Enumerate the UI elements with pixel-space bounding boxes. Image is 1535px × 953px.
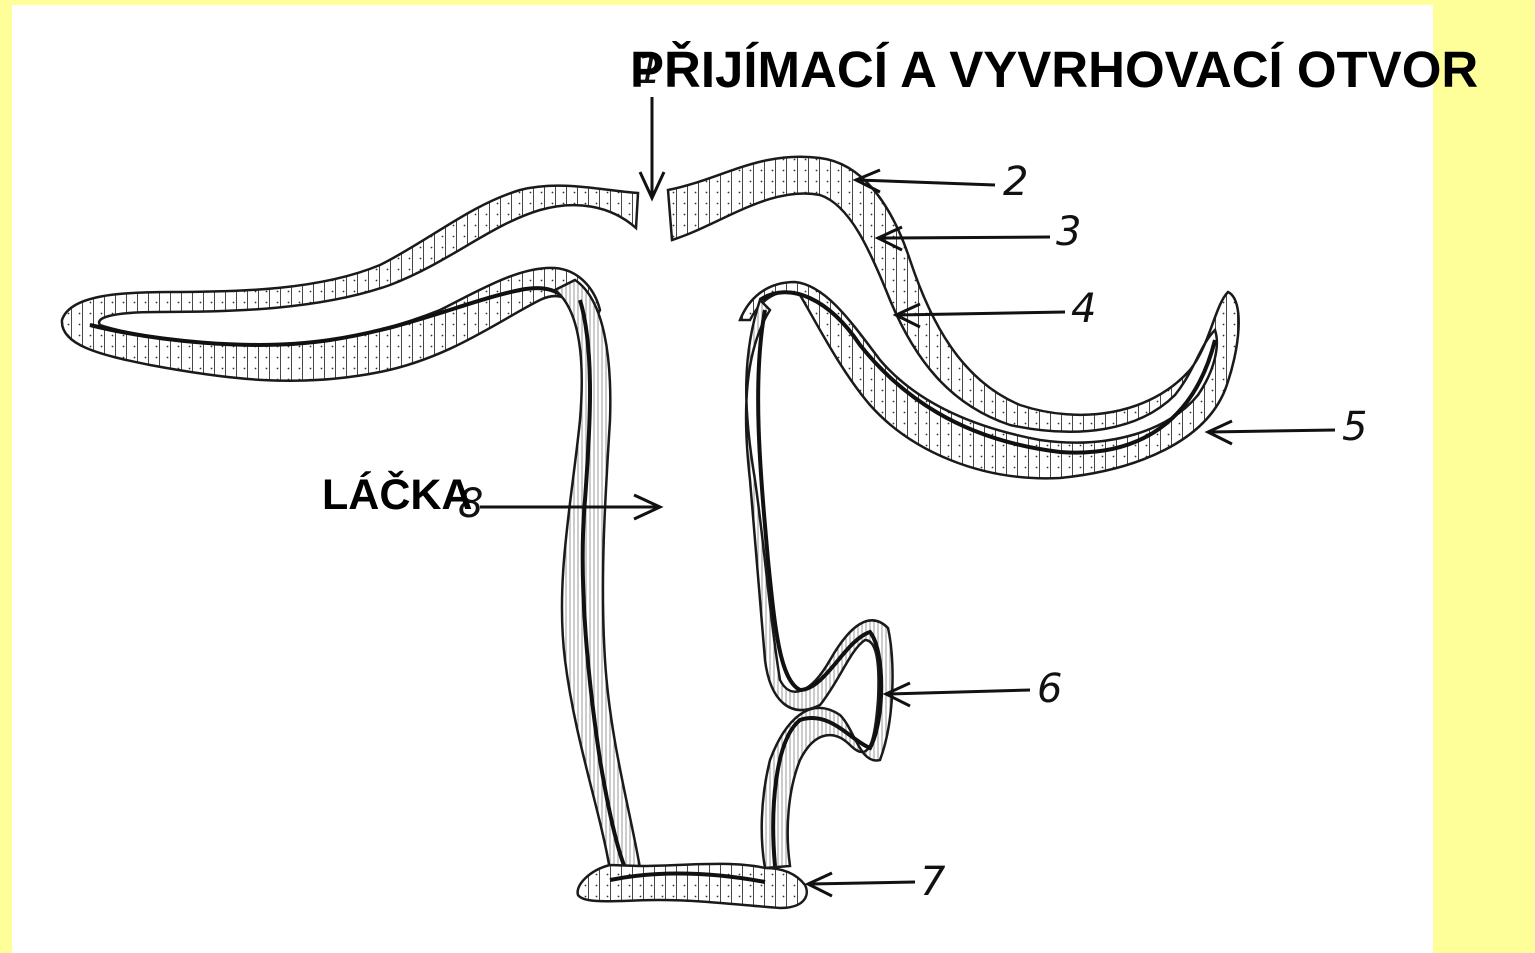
number-4: 4 [1071, 286, 1096, 332]
left-tentacle [62, 186, 638, 381]
number-6: 6 [1037, 666, 1062, 712]
arrow-5 [1208, 421, 1335, 444]
number-2: 2 [1003, 159, 1028, 205]
number-3: 3 [1056, 209, 1081, 255]
mouth-label: PŘIJÍMACÍ A VYVRHOVACÍ OTVOR [630, 40, 1478, 99]
number-5: 5 [1342, 404, 1367, 450]
number-7: 7 [920, 859, 946, 905]
arrow-2 [856, 170, 995, 192]
arrow-7 [808, 873, 915, 896]
arrow-1-mouth [640, 97, 664, 198]
gastric-cavity-label: LÁČKA [322, 471, 472, 520]
arrow-6 [886, 683, 1030, 706]
basal-disc [578, 864, 807, 908]
body-column-left-wall [555, 280, 640, 870]
